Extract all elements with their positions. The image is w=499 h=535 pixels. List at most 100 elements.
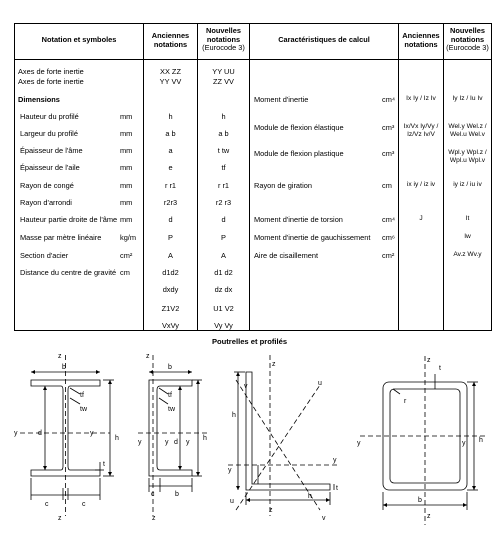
row-old-notation: J <box>419 215 423 222</box>
label-h: h <box>203 435 207 442</box>
row-unit: cm³ <box>382 149 395 158</box>
row-old-notation: XX ZZ <box>160 67 181 76</box>
row-label: Module de flexion plastique <box>254 149 344 158</box>
label-t: t <box>103 461 105 468</box>
row-label: Rayon de giration <box>254 181 312 190</box>
row-new-notation: ZZ VV <box>213 77 234 86</box>
label-r: r <box>404 398 407 405</box>
label-b: b <box>418 497 422 504</box>
label-u: u <box>318 380 322 387</box>
row-new-notation: Wel.y Wel.z / Wel.u Wel.v <box>448 123 487 138</box>
row-label: Module de flexion élastique <box>254 123 344 132</box>
row-unit: cm² <box>382 251 395 260</box>
row-old-notation: r r1 <box>164 181 177 190</box>
row-new-notation: A <box>221 251 226 260</box>
row-label: Masse par mètre linéaire <box>20 233 102 242</box>
row-label: Section d'acier <box>20 251 69 260</box>
label-h: h <box>115 435 119 442</box>
label-z: z <box>146 353 150 360</box>
row-new-notation: Vy Vy <box>214 321 233 330</box>
label-d: d <box>38 430 42 437</box>
row-new-notation: It <box>465 215 470 222</box>
label-y: y <box>138 439 142 446</box>
header-line: Anciennes <box>151 31 190 40</box>
label-tw: tw <box>80 406 88 413</box>
row-label: Aire de cisaillement <box>254 251 319 260</box>
header-line: notations <box>450 34 485 44</box>
label-h: h <box>479 437 483 444</box>
row-new-notation: h <box>221 112 226 121</box>
row-new-notation: r r1 <box>217 181 230 190</box>
header-line: notations <box>404 39 438 49</box>
row-new-notation: Av.z Wv.y <box>453 251 482 258</box>
label-y: y <box>14 430 18 437</box>
label-y: y <box>186 439 190 446</box>
table-header-divider <box>14 59 492 60</box>
row-label: Rayon d'arrondi <box>20 198 72 207</box>
row-unit: mm <box>120 181 133 190</box>
label-b: b <box>62 364 66 371</box>
label-h: h <box>232 412 236 419</box>
row-old-notation: Z1V2 <box>161 304 180 313</box>
row-unit: cm⁴ <box>382 215 396 224</box>
row-old-notation: d1d2 <box>162 268 179 277</box>
label-tf: tf <box>168 392 172 399</box>
i-beam-profile <box>20 355 114 516</box>
row-old-notation: VxVy <box>162 321 179 330</box>
row-unit: mm <box>120 198 133 207</box>
label-t: t <box>439 365 441 372</box>
row-unit: cm² <box>120 251 133 260</box>
row-label: Moment d'inertie de gauchissement <box>254 233 371 242</box>
row-label: Largeur du profilé <box>20 129 78 138</box>
label-u: u <box>230 498 234 505</box>
label-b: b <box>175 491 179 498</box>
row-old-notation: a <box>168 146 173 155</box>
row-new-notation: d <box>221 215 226 224</box>
label-y: y <box>357 440 361 447</box>
row-new-notation: Iw <box>464 233 471 240</box>
row-label: Moment d'inertie <box>254 95 309 104</box>
row-old-notation: d <box>168 215 173 224</box>
label-tw: tw <box>168 406 176 413</box>
row-label: Axes de forte inertie <box>18 67 84 76</box>
table-left-border <box>14 23 15 331</box>
table-col-divider <box>249 23 250 331</box>
header-line: (Eurocode 3) <box>446 43 489 53</box>
row-unit: mm <box>120 146 133 155</box>
row-new-notation: iy iz / iu iv <box>453 181 482 188</box>
label-v: v <box>244 383 248 390</box>
row-new-notation: Iy Iz / Iu Iv <box>452 95 483 102</box>
label-c: c <box>82 501 86 508</box>
row-old-notation: P <box>168 233 173 242</box>
row-label: Moment d'inertie de torsion <box>254 215 343 224</box>
header-line: Nouvelles <box>206 26 241 35</box>
row-old-notation: r2r3 <box>163 198 178 207</box>
row-old-notation: Ix Iy / Iz Iv <box>406 95 436 102</box>
row-label: Dimensions <box>18 95 60 104</box>
row-old-notation: e <box>168 163 173 172</box>
row-new-notation: r2 r3 <box>215 198 232 207</box>
header-notation: Notation et symboles <box>41 35 117 44</box>
label-y: y <box>462 440 466 447</box>
row-new-notation: dz dx <box>214 285 233 294</box>
row-old-notation: A <box>168 251 173 260</box>
row-label: Épaisseur de l'âme <box>20 146 83 155</box>
header-new-notations-right: Nouvelles notations (Eurocode 3) <box>444 26 491 53</box>
label-z: z <box>58 353 62 360</box>
header-line: (Eurocode 3) <box>202 43 245 53</box>
row-new-notation: YY UU <box>212 67 235 76</box>
angle-profile <box>228 355 340 516</box>
header-calc-characteristics: Caractéristiques de calcul <box>278 35 370 44</box>
label-y: y <box>90 430 94 437</box>
row-new-notation: t tw <box>217 146 230 155</box>
row-unit: mm <box>120 129 133 138</box>
row-unit: mm <box>120 215 133 224</box>
row-unit: mm <box>120 163 133 172</box>
row-new-notation: P <box>221 233 226 242</box>
section-title: Poutrelles et profilés <box>211 337 288 346</box>
row-unit: mm <box>120 112 133 121</box>
row-new-notation: U1 V2 <box>213 304 234 313</box>
label-b: b <box>168 364 172 371</box>
channel-profile <box>138 355 210 516</box>
